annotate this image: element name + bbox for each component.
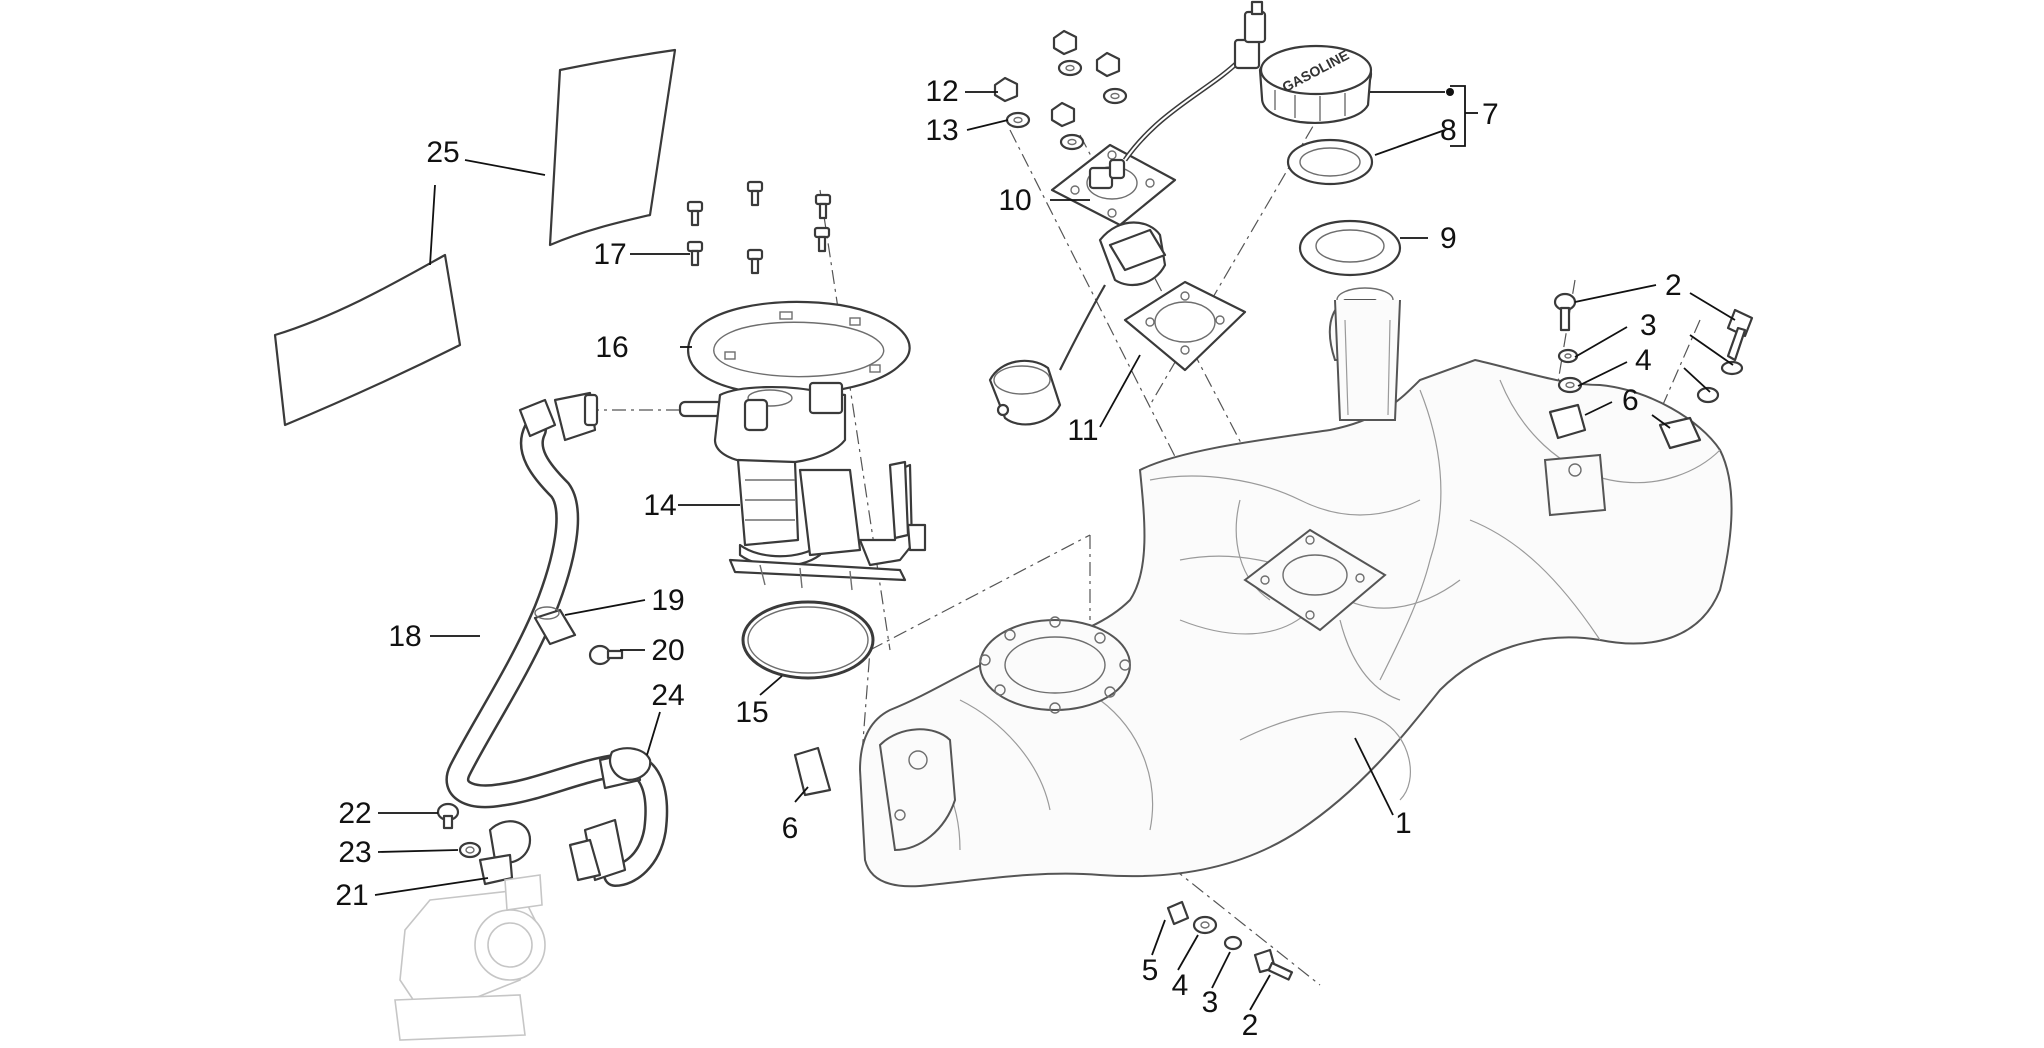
callout-13: 13 (925, 114, 958, 147)
part-4-washer-bottom (1192, 915, 1218, 935)
part-18-fuel-hose (445, 391, 669, 887)
callout-numbers: 1 2 2 3 3 4 4 5 6 6 7 8 9 10 11 12 13 14… (335, 75, 1681, 1042)
callout-10: 10 (998, 184, 1031, 217)
part-23-washer (458, 841, 482, 859)
part-24-hose-clamp (609, 747, 652, 782)
callout-18: 18 (388, 620, 421, 653)
part-8-cap-gasket (1286, 138, 1374, 186)
throttle-body-reference (394, 874, 546, 1041)
callout-8: 8 (1440, 114, 1457, 147)
part-5-spacer-bottom (1166, 900, 1190, 926)
part-2-bolt-top-left (1553, 292, 1577, 332)
callout-1: 1 (1395, 807, 1412, 840)
part-10-fuel-level-sender (988, 0, 1267, 426)
callout-20: 20 (651, 634, 684, 667)
part-11-sender-gasket (1123, 280, 1247, 372)
callout-3-bottom: 3 (1202, 986, 1219, 1019)
part-20-screw (588, 644, 624, 666)
part-21-hose-clamp (478, 820, 532, 886)
part-2-bolt-bottom (1253, 948, 1294, 981)
part-14-fuel-pump-assembly (678, 381, 927, 591)
callout-2-bottom: 2 (1242, 1009, 1259, 1042)
callout-21: 21 (335, 879, 368, 912)
part-16-pump-flange-ring (687, 300, 911, 395)
part-7-filler-cap: GASOLINE (1258, 44, 1373, 124)
part-15-o-ring (741, 600, 875, 680)
callout-19: 19 (651, 584, 684, 617)
part-17-screws (686, 180, 832, 275)
leader-lines (374, 85, 1736, 1011)
callout-17: 17 (593, 238, 626, 271)
callout-25: 25 (426, 136, 459, 169)
callout-6-right: 6 (1622, 384, 1639, 417)
part-25-label-stickers (273, 48, 677, 427)
part-1-fuel-tank (858, 287, 1733, 888)
part-19-spacer (533, 606, 577, 646)
callout-12: 12 (925, 75, 958, 108)
part-3-washer-top-left (1557, 348, 1579, 364)
callout-22: 22 (338, 797, 371, 830)
part-2-bolt-top-right (1726, 308, 1754, 362)
callout-23: 23 (338, 836, 371, 869)
part-9-filler-ring (1298, 219, 1402, 277)
part-13-washers (1005, 59, 1128, 151)
part-4-washer-top-right (1696, 386, 1720, 404)
callout-5: 5 (1142, 954, 1159, 987)
callout-3-top: 3 (1640, 309, 1657, 342)
callout-14: 14 (643, 489, 676, 522)
callout-15: 15 (735, 696, 768, 729)
callout-9: 9 (1440, 222, 1457, 255)
part-6-clip-left (793, 746, 832, 797)
callout-2-top: 2 (1665, 269, 1682, 302)
part-3-washer-bottom (1223, 935, 1243, 951)
part-6-clip-top-left (1548, 403, 1587, 440)
callout-11: 11 (1067, 414, 1098, 447)
part-3-washer-top-right (1720, 360, 1744, 376)
callout-4-bottom: 4 (1172, 969, 1189, 1002)
part-12-nuts (993, 29, 1121, 128)
callout-24: 24 (651, 679, 684, 712)
callout-16: 16 (595, 331, 628, 364)
part-22-screw (436, 802, 460, 830)
part-4-washer-top-left (1557, 376, 1583, 394)
fasteners-right-group (793, 292, 1754, 981)
callout-4-top: 4 (1635, 344, 1652, 377)
part-6-clip-top-right (1658, 416, 1702, 450)
callout-7: 7 (1482, 98, 1499, 131)
callout-6-left: 6 (782, 812, 799, 845)
